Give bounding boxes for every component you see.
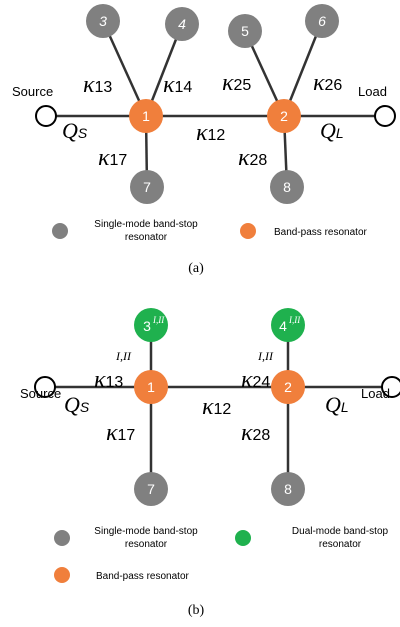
- legend-dual-mode-line2-b: resonator: [319, 539, 362, 550]
- svg-text:8: 8: [283, 179, 291, 195]
- legend-single-mode-line1-b: Single-mode band-stop: [94, 526, 198, 537]
- resonator-8-a: 8: [270, 170, 304, 204]
- resonator-2-a: 2: [267, 99, 301, 133]
- svg-text:I,II: I,II: [152, 315, 165, 325]
- resonator-4-a: 4: [165, 7, 199, 41]
- diagram-b: Source Load 3 I,II 4 I,II 7 8 1 2: [20, 308, 400, 618]
- resonator-7-a: 7: [130, 170, 164, 204]
- line-2-6: [282, 20, 324, 117]
- legend-single-mode-marker-b: [54, 530, 70, 546]
- ql-label-b: QL: [325, 392, 349, 417]
- coupling-k12-a: κ12: [196, 120, 225, 146]
- svg-text:3: 3: [99, 13, 107, 29]
- load-label-b: Load: [361, 386, 390, 401]
- legend-single-mode-line1-a: Single-mode band-stop: [94, 219, 198, 230]
- source-label-b: Source: [20, 386, 61, 401]
- resonator-6-a: 6: [305, 4, 339, 38]
- resonator-1-b: 1: [134, 370, 168, 404]
- qs-label-a: QS: [62, 118, 88, 143]
- coupling-k28-a: κ28: [238, 145, 267, 171]
- svg-text:8: 8: [284, 481, 292, 497]
- line-1-3: [101, 20, 148, 117]
- svg-text:7: 7: [143, 179, 151, 195]
- legend-single-mode-line2-b: resonator: [125, 539, 168, 550]
- resonator-1-a: 1: [129, 99, 163, 133]
- legend-band-pass-marker-b: [54, 567, 70, 583]
- svg-text:4: 4: [279, 318, 287, 334]
- legend-dual-mode-line1-b: Dual-mode band-stop: [292, 526, 389, 537]
- coupling-k13-b: κ13: [94, 367, 123, 393]
- coupling-k17-b: κ17: [106, 420, 135, 446]
- legend-single-mode-line2-a: resonator: [125, 232, 168, 243]
- coupling-k13-a: κ13: [83, 72, 112, 98]
- legend-band-pass-b: Band-pass resonator: [96, 571, 190, 582]
- legend-dual-mode-marker-b: [235, 530, 251, 546]
- qs-label-b: QS: [64, 392, 90, 417]
- legend-band-pass-a: Band-pass resonator: [274, 227, 368, 238]
- source-label-a: Source: [12, 84, 53, 99]
- svg-text:5: 5: [241, 23, 249, 39]
- diagram-a: Source Load 3 4 5 6 7 8 1: [12, 4, 396, 276]
- svg-text:2: 2: [284, 379, 292, 395]
- svg-text:7: 7: [147, 481, 155, 497]
- diagram-a-lines: [46, 20, 385, 188]
- coupling-k17-a: κ17: [98, 145, 127, 171]
- svg-text:6: 6: [318, 13, 326, 29]
- caption-b: (b): [188, 603, 205, 618]
- svg-text:1: 1: [147, 379, 155, 395]
- coupling-k24-b: κ24: [241, 367, 270, 393]
- coupling-k14-a: κ14: [163, 72, 192, 98]
- resonator-3-b: 3 I,II: [134, 308, 168, 342]
- resonator-5-a: 5: [228, 14, 262, 48]
- resonator-4-b: 4 I,II: [271, 308, 305, 342]
- source-port-b: [34, 376, 56, 398]
- resonator-8-b: 8: [271, 472, 305, 506]
- legend-band-pass-marker-a: [240, 223, 256, 239]
- svg-text:2: 2: [280, 108, 288, 124]
- coupling-sup-24-b: I,II: [257, 349, 274, 363]
- legend-single-mode-marker-a: [52, 223, 68, 239]
- ql-label-a: QL: [320, 118, 344, 143]
- load-port-a: [374, 105, 396, 127]
- svg-text:I,II: I,II: [288, 315, 301, 325]
- coupling-k12-b: κ12: [202, 394, 231, 420]
- svg-text:3: 3: [143, 318, 151, 334]
- resonator-7-b: 7: [134, 472, 168, 506]
- load-port-b: [381, 376, 400, 398]
- coupling-k28-b: κ28: [241, 420, 270, 446]
- svg-text:1: 1: [142, 108, 150, 124]
- caption-a: (a): [188, 261, 204, 276]
- resonator-2-b: 2: [271, 370, 305, 404]
- coupling-k26-a: κ26: [313, 70, 342, 96]
- coupling-sup-13-b: I,II: [115, 349, 132, 363]
- source-port-a: [35, 105, 57, 127]
- resonator-3-a: 3: [86, 4, 120, 38]
- coupling-k25-a: κ25: [222, 70, 251, 96]
- load-label-a: Load: [358, 84, 387, 99]
- svg-text:4: 4: [178, 16, 186, 32]
